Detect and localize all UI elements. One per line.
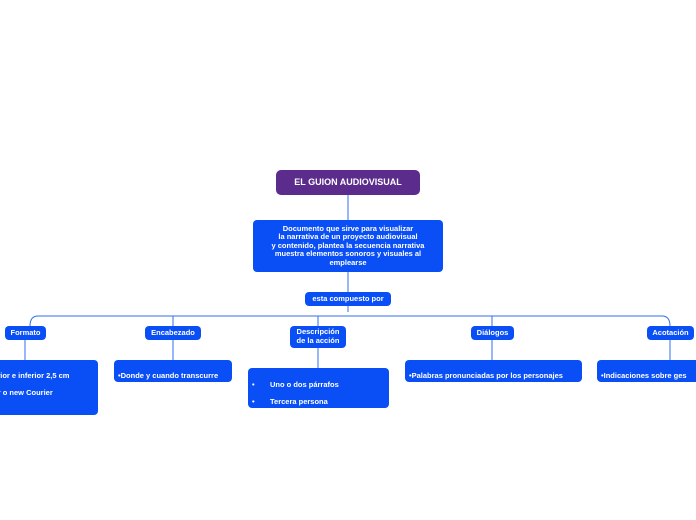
branch-node-encabezado[interactable]: Encabezado: [145, 326, 201, 340]
formato-item: acio entre las escenas: [1, 456, 64, 466]
encabezado-content-node[interactable]: •Donde y cuando transcurre •Lugar concre…: [114, 360, 232, 396]
dialogos-item: •Palabras pronunciadas por los personaje…: [409, 370, 563, 380]
encabezado-item: •Donde y cuando transcurre: [118, 370, 219, 380]
branch-node-acotacion[interactable]: Acotación: [647, 326, 694, 340]
connector-bus: [29, 315, 671, 327]
formato-item: s: [0, 406, 98, 415]
formato-item: uperior e inferior 2,5 cm: [0, 370, 70, 380]
acotacion-item: •Indicaciones sobre ges: [601, 370, 687, 380]
formato-item: n a la izquierda: [0, 439, 39, 449]
formato-content-node[interactable]: uperior e inferior 2,5 cm urier o new Co…: [0, 360, 98, 465]
root-node-title[interactable]: EL GUION AUDIOVISUAL: [276, 170, 420, 195]
descripcion-item: •Tercera persona: [252, 396, 328, 406]
descripcion-item: •Información visible y audible: [252, 431, 373, 441]
acotacion-content-node[interactable]: •Indicaciones sobre ges Entre paréntesi: [597, 360, 696, 396]
branch-node-formato[interactable]: Formato: [5, 326, 46, 340]
dialogos-item: •Nombre de los personajes en mayúscula: [409, 387, 558, 397]
dialogos-content-node[interactable]: •Palabras pronunciadas por los personaje…: [405, 360, 582, 396]
descripcion-item: •Tiempo presente: [252, 413, 330, 423]
branch-node-descripcion[interactable]: Descripción de la acción: [290, 326, 346, 348]
definition-node[interactable]: Documento que sirve para visualizar la n…: [253, 220, 443, 272]
branch-node-dialogos[interactable]: Diálogos: [471, 326, 514, 340]
encabezado-item: •Lugar concreto del día: [118, 387, 202, 397]
formato-item: urier o new Courier: [0, 387, 53, 397]
link-node-compuesto[interactable]: esta compuesto por: [305, 292, 391, 306]
descripcion-item: •Uno o dos párrafos: [252, 379, 339, 389]
formato-item: ado sencillo: [0, 422, 28, 432]
descripcion-content-node[interactable]: •Uno o dos párrafos •Tercera persona •Ti…: [248, 368, 389, 440]
acotacion-item: Entre paréntesi: [637, 387, 692, 397]
